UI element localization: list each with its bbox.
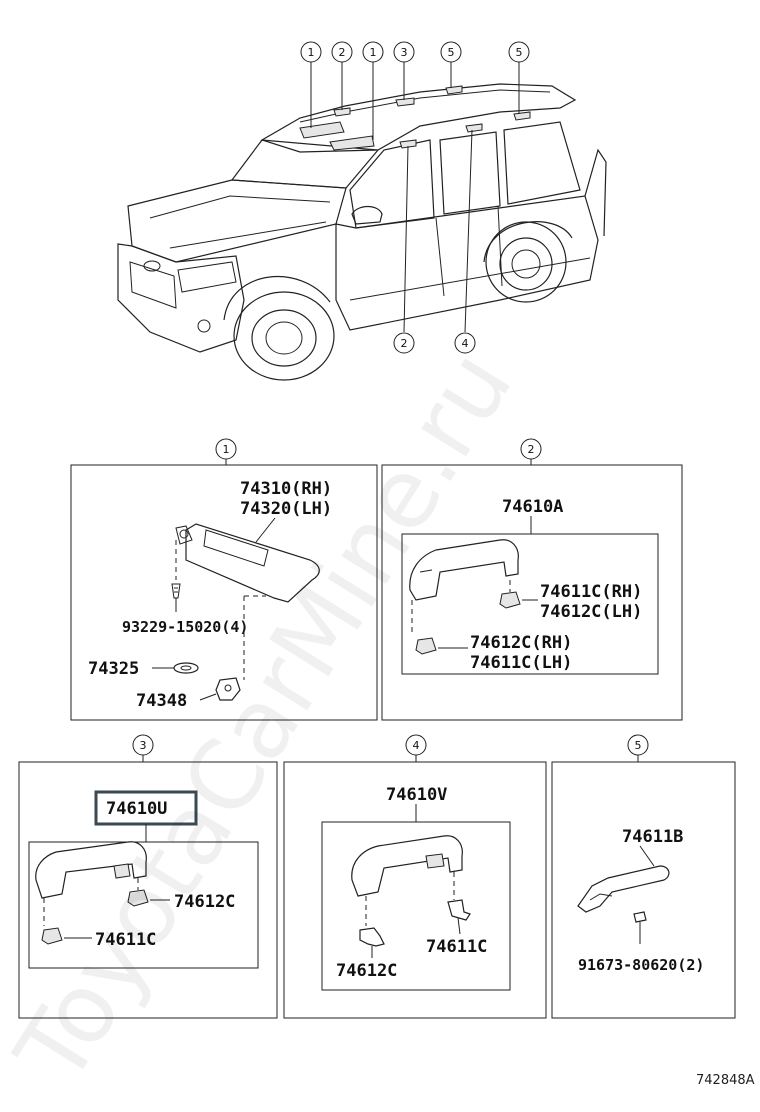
figure-code: 742848A	[696, 1073, 755, 1088]
label-74612c-p4: 74612C	[336, 961, 397, 981]
label-74612c-lh: 74612C(LH)	[540, 602, 642, 622]
label-74320-lh: 74320(LH)	[240, 499, 332, 519]
vehicle-callout-4: 4	[454, 332, 476, 354]
clip-74348-icon	[215, 677, 241, 701]
vehicle-callout-2a: 2	[331, 41, 353, 63]
vehicle-callout-2b: 2	[393, 332, 415, 354]
cap-74611c-icon	[41, 927, 63, 945]
vehicle-callout-1a: 1	[300, 41, 322, 63]
svg-text:5: 5	[516, 46, 523, 59]
label-74612c-rh: 74612C(RH)	[470, 633, 572, 653]
label-74611c: 74611C	[95, 930, 156, 950]
panel-2-assist-grip-a: 2 74610A 74611C(RH) 74612C(LH) 74612C(RH…	[381, 438, 683, 721]
washer-icon	[173, 662, 199, 674]
svg-text:2: 2	[401, 337, 408, 350]
label-74611c-lh: 74611C(LH)	[470, 653, 572, 673]
cap-lower-icon	[415, 637, 437, 655]
grip-74610v-icon	[351, 835, 463, 897]
vehicle-illustration: 1 2 1 3 5 5 2 4	[117, 41, 607, 381]
label-93229-15020: 93229-15020(4)	[122, 618, 248, 636]
vehicle-callout-5a: 5	[440, 41, 462, 63]
screw-icon	[171, 583, 181, 599]
svg-text:1: 1	[370, 46, 377, 59]
watermark-text: ToyotaCarMine.ru	[0, 332, 534, 1103]
panel-4-assist-grip-v: 4 74610V 74611C 74612C	[283, 734, 547, 1019]
vehicle-callout-1b: 1	[362, 41, 384, 63]
panel-2-callout-number: 2	[528, 443, 535, 456]
svg-text:4: 4	[462, 337, 469, 350]
clip-74611c-icon	[447, 899, 471, 921]
panel-4-callout-number: 4	[413, 739, 420, 752]
panel-3-frame	[18, 761, 278, 1019]
label-74310-rh: 74310(RH)	[240, 479, 332, 499]
vehicle-callout-5b: 5	[508, 41, 530, 63]
cap-74612c-icon	[127, 889, 149, 907]
label-74611c-p4: 74611C	[426, 937, 487, 957]
label-74611b: 74611B	[622, 827, 683, 847]
svg-text:2: 2	[339, 46, 346, 59]
label-74612c: 74612C	[174, 892, 235, 912]
svg-text:5: 5	[448, 46, 455, 59]
panel-1-callout-number: 1	[223, 443, 230, 456]
grip-74610u-icon	[35, 841, 147, 899]
panel-1-sun-visor: 1 74310(RH) 74320(LH) 93229-15020(4) 743…	[70, 438, 378, 721]
grip-74611b-icon	[577, 865, 670, 913]
vehicle-callout-3: 3	[393, 41, 415, 63]
panel-5-frame	[551, 761, 736, 1019]
svg-text:3: 3	[401, 46, 408, 59]
panel-5-grip-b: 5 74611B 91673-80620(2)	[551, 734, 736, 1019]
label-91673-80620: 91673-80620(2)	[578, 956, 704, 974]
cap-upper-icon	[499, 591, 521, 609]
label-74611c-rh: 74611C(RH)	[540, 582, 642, 602]
clip-74612c-icon	[359, 927, 385, 947]
label-74348: 74348	[136, 691, 187, 711]
panel-2-frame	[381, 464, 683, 721]
label-74325: 74325	[88, 659, 139, 679]
screw-91673-icon	[633, 911, 647, 923]
sun-visor-shape	[185, 523, 320, 603]
panel-3-assist-grip-u: 3 74610U 74612C 74611C	[18, 734, 278, 1019]
grip-74610a-icon	[409, 539, 519, 601]
label-74610a: 74610A	[502, 497, 563, 517]
panel-1-frame	[70, 464, 378, 721]
label-74610u: 74610U	[106, 799, 167, 819]
panel-3-callout-number: 3	[140, 739, 147, 752]
label-74610v: 74610V	[386, 785, 447, 805]
svg-text:1: 1	[308, 46, 315, 59]
panel-5-callout-number: 5	[635, 739, 642, 752]
panel-4-frame	[283, 761, 547, 1019]
